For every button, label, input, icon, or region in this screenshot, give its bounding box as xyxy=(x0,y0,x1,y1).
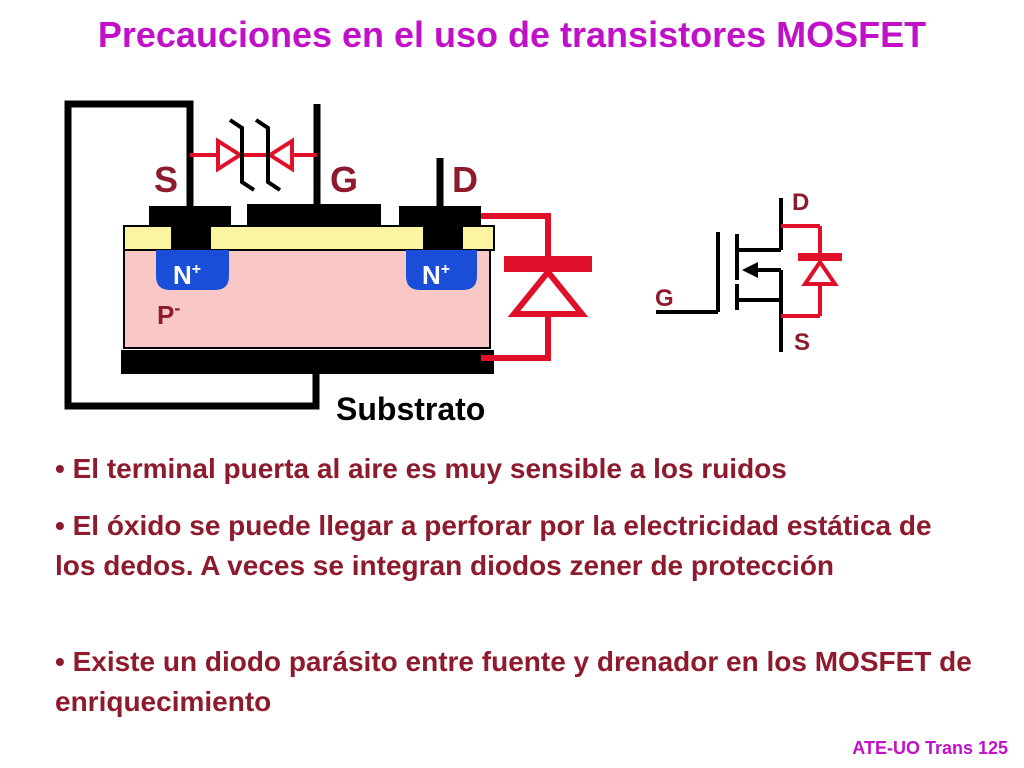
bullet-oxide-breakdown: • El óxido se puede llegar a perforar po… xyxy=(55,510,932,581)
label-symbol-source: S xyxy=(794,329,810,356)
mosfet-symbol xyxy=(656,198,783,352)
drain-contact xyxy=(423,226,463,250)
symbol-arrow-icon xyxy=(742,262,758,278)
gate-metal xyxy=(247,204,381,226)
slide-footer: ATE-UO Trans 125 xyxy=(852,738,1008,758)
label-p-minus: P- xyxy=(157,298,180,330)
symbol-body-diode xyxy=(781,224,842,318)
label-n-plus-right: N+ xyxy=(422,260,450,290)
label-n-plus-left: N+ xyxy=(173,260,201,290)
label-symbol-drain: D xyxy=(792,189,809,216)
parasitic-diode xyxy=(481,213,592,361)
slide-title: Precauciones en el uso de transistores M… xyxy=(97,14,927,55)
source-contact xyxy=(171,226,211,250)
bullet-gate-noise: • El terminal puerta al aire es muy sens… xyxy=(55,453,787,484)
n-plus-left-region xyxy=(156,250,229,290)
zener-diodes-symbol xyxy=(190,137,317,173)
zener-bars xyxy=(228,118,282,192)
label-gate: G xyxy=(330,159,358,200)
n-plus-right-region xyxy=(406,250,477,290)
mosfet-diagram: S G D N+ N+ P- Substrato D G S xyxy=(64,100,842,427)
drain-metal xyxy=(399,206,481,226)
bullet-parasitic-diode: • Existe un diodo parásito entre fuente … xyxy=(55,646,972,717)
label-substrate: Substrato xyxy=(336,391,485,427)
label-symbol-gate: G xyxy=(655,285,674,312)
substrate-metal xyxy=(121,350,494,374)
label-drain: D xyxy=(452,159,478,200)
source-metal xyxy=(149,206,231,226)
label-source: S xyxy=(154,159,178,200)
